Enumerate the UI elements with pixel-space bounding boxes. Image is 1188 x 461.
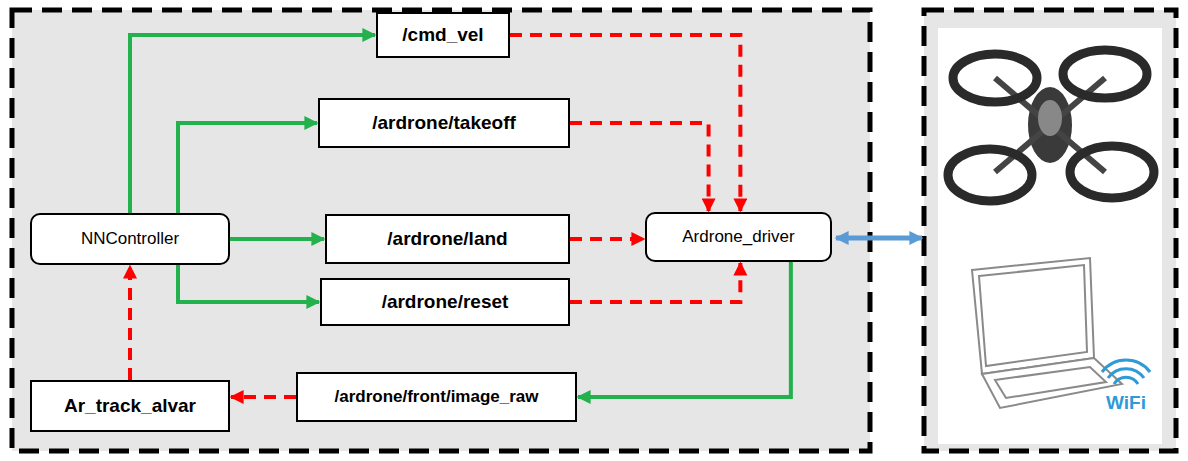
hardware-region — [924, 10, 1176, 451]
wifi-label: WiFi — [1106, 392, 1146, 414]
publish-arrow — [578, 262, 791, 397]
topic-box: /ardrone/reset — [320, 278, 570, 326]
subscribe-arrow — [570, 263, 740, 302]
drone-illustration — [948, 50, 1154, 201]
hardware-panel — [938, 28, 1162, 444]
publish-arrow — [178, 123, 317, 213]
laptop-illustration — [972, 258, 1122, 408]
publish-arrow — [230, 237, 324, 241]
node-label: NNController — [81, 229, 179, 249]
process-node: NNController — [30, 213, 230, 265]
node-label: /ardrone/land — [387, 228, 507, 250]
wifi-link — [836, 236, 922, 241]
publish-arrow — [178, 265, 319, 302]
subscribe-arrow — [570, 237, 644, 241]
system-region — [12, 10, 870, 451]
node-label: /ardrone/takeoff — [372, 112, 516, 134]
node-label: /ardrone/reset — [382, 291, 509, 313]
topic-box: /cmd_vel — [376, 12, 510, 58]
subscribe-arrow — [128, 266, 132, 380]
topic-box: /ardrone/land — [325, 214, 570, 264]
wifi-symbol — [1102, 360, 1150, 384]
topic-box: Ar_track_alvar — [30, 380, 230, 432]
process-node: Ardrone_driver — [645, 212, 832, 262]
subscribe-arrow — [570, 123, 709, 211]
topic-box: /ardrone/front/image_raw — [296, 372, 577, 422]
subscribe-arrow — [231, 395, 296, 399]
node-label: Ar_track_alvar — [64, 395, 196, 417]
node-label: Ardrone_driver — [682, 227, 794, 247]
topic-box: /ardrone/takeoff — [318, 98, 570, 148]
node-label: /cmd_vel — [402, 24, 483, 46]
node-label: /ardrone/front/image_raw — [334, 387, 538, 407]
